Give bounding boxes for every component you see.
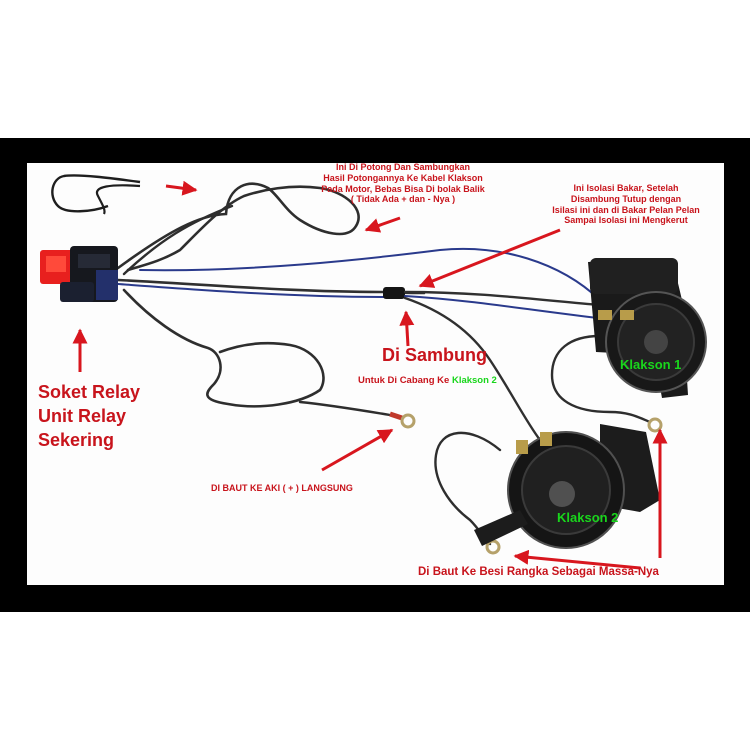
battery-note: DI BAUT KE AKI ( + ) LANGSUNG: [211, 483, 353, 493]
cut-note-line: Hasil Potongannya Ke Kabel Klakson: [323, 172, 483, 183]
insulation-note-line: Disambung Tutup dengan: [570, 193, 682, 204]
insulation-note-line: Sampai Isolasi ini Mengkerut: [564, 215, 688, 226]
insulation-note-line: Isilasi ini dan di Bakar Pelan Pelan: [552, 204, 700, 215]
relay-caption: Soket Relay Unit Relay Sekering: [38, 380, 140, 452]
horn-2: [474, 424, 660, 549]
splice-subtitle: Untuk Di Cabang Ke Klakson 2: [358, 375, 497, 386]
splice-sub-prefix: Untuk Di Cabang Ke: [358, 375, 452, 386]
cut-note-line: Ini Di Potong Dan Sambungkan: [335, 162, 470, 172]
insulation-note-line: Ini Isolasi Bakar, Setelah: [573, 183, 679, 193]
splice-title: Di Sambung: [382, 345, 488, 365]
cut-note-line: ( Tidak Ada + dan - Nya ): [350, 194, 456, 205]
cut-note-line: Pada Motor, Bebas Bisa Di bolak Balik: [321, 183, 485, 194]
annotation-arrows: [72, 180, 668, 570]
insulation-note: Ini Isolasi Bakar, Setelah Disambung Tut…: [534, 183, 718, 226]
horn-1: [588, 258, 707, 398]
heat-shrink-splice: [383, 287, 405, 299]
ground-note: Di Baut Ke Besi Rangka Sebagai Massa-Nya: [418, 566, 659, 578]
cut-note: Ini Di Potong Dan Sambungkan Hasil Poton…: [296, 162, 510, 205]
cut-wire-pair: [51, 174, 141, 215]
relay-caption-line: Sekering: [38, 430, 115, 450]
wire-harness: [116, 182, 652, 546]
splice-sub-highlight: Klakson 2: [451, 375, 497, 386]
relay-socket: [40, 246, 118, 302]
horn-1-label: Klakson 1: [620, 357, 682, 372]
relay-caption-line: Unit Relay: [38, 406, 127, 426]
relay-caption-line: Soket Relay: [38, 382, 141, 402]
horn-2-label: Klakson 2: [557, 510, 619, 525]
